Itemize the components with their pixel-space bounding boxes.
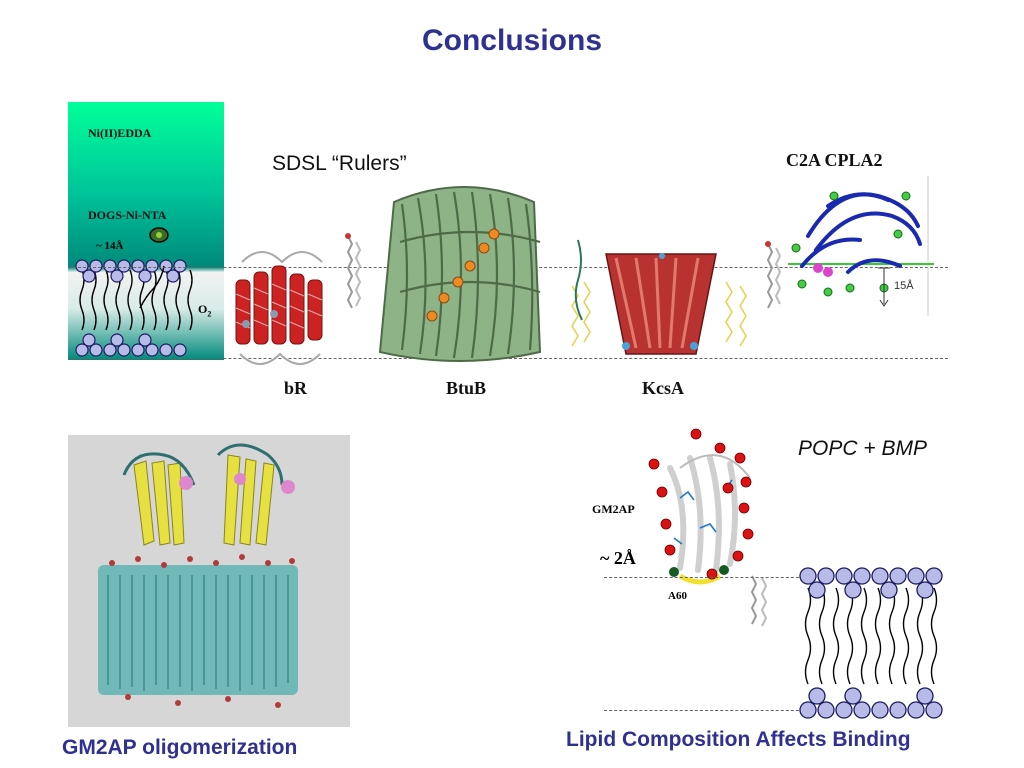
lipid-composition-caption: Lipid Composition Affects Binding	[566, 728, 911, 751]
c2a-protein-graphic	[788, 176, 934, 316]
binding-bottom-line	[604, 710, 804, 711]
distance-2a-label: ~ 2Å	[600, 548, 636, 568]
btub-protein-graphic	[378, 186, 542, 362]
dogs-ni-nta-label: DOGS-Ni-NTA	[88, 208, 167, 222]
protein-label-kcsa: KcsA	[642, 378, 684, 398]
binding-top-line	[604, 577, 804, 578]
ni-chelate-graphic	[149, 227, 169, 243]
o2-subscript: 2	[207, 309, 212, 319]
lipid-ruler-2-graphic	[765, 241, 782, 309]
o2-text: O	[198, 302, 208, 316]
gm2ap-oligomerization-caption: GM2AP oligomerization	[62, 736, 298, 759]
gm2ap-oligomer-graphic	[98, 443, 298, 708]
gm2ap-protein-graphic	[648, 428, 754, 585]
kcsa-protein-graphic	[571, 239, 747, 355]
sdsl-rulers-label: SDSL “Rulers”	[272, 152, 407, 175]
c2a-cpla2-label: C2A CPLA2	[786, 150, 883, 170]
o2-label: O2	[198, 302, 211, 318]
lipid-ruler-3-graphic	[750, 575, 768, 627]
gradient-bilayer-graphic	[75, 259, 193, 357]
protein-label-btub: BtuB	[446, 378, 487, 398]
gm2ap-label: GM2AP	[592, 502, 635, 516]
gm2ap-oligomer-image	[68, 435, 350, 727]
c2a-depth-label: 15Å	[894, 280, 914, 292]
lipid-ruler-1-graphic	[345, 233, 362, 309]
depth-14-label: ~ 14Å	[96, 240, 124, 252]
protein-label-br: bR	[284, 378, 308, 398]
a60-label: A60	[668, 590, 687, 602]
br-protein-graphic	[235, 251, 323, 365]
accessibility-gradient-box	[68, 102, 224, 360]
ni-edda-label: Ni(II)EDDA	[88, 126, 152, 140]
bilayer-graphic	[799, 567, 943, 719]
slide-title: Conclusions	[421, 24, 602, 57]
popc-bmp-label: POPC + BMP	[798, 437, 927, 460]
